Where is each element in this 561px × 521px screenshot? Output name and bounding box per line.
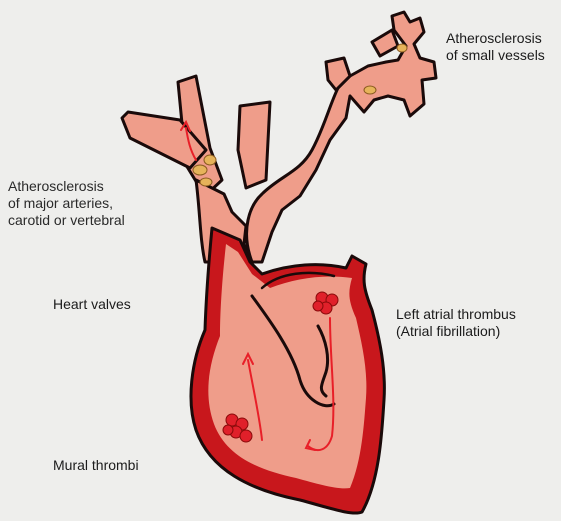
plaque-deposit-icon — [200, 178, 212, 186]
plaque-deposit-icon — [204, 155, 216, 165]
label-small-vessels-line2: of small vessels — [446, 47, 545, 64]
label-small-vessels-line1: Atherosclerosis — [446, 30, 545, 47]
label-major-arteries-line2: of major arteries, — [8, 195, 125, 212]
great-vessels — [122, 12, 436, 262]
middle-artery-branch — [238, 102, 270, 188]
label-left-atrial-line2: (Atrial fibrillation) — [396, 323, 516, 340]
plaque-deposit-icon — [193, 165, 207, 175]
label-major-arteries: Atherosclerosis of major arteries, carot… — [8, 178, 125, 229]
small-vessel-fork — [372, 30, 398, 56]
label-left-atrial-line1: Left atrial thrombus — [396, 306, 516, 323]
label-small-vessels: Atherosclerosis of small vessels — [446, 30, 545, 64]
label-major-arteries-line3: carotid or vertebral — [8, 212, 125, 229]
label-heart-valves: Heart valves — [53, 296, 131, 313]
label-major-arteries-line1: Atherosclerosis — [8, 178, 125, 195]
label-mural-thrombi: Mural thrombi — [53, 457, 139, 474]
plaque-deposit-icon — [397, 44, 407, 52]
label-mural-thrombi-text: Mural thrombi — [53, 457, 139, 474]
plaque-deposit-icon — [364, 86, 376, 94]
label-heart-valves-text: Heart valves — [53, 296, 131, 313]
heart-body — [191, 228, 384, 513]
label-left-atrial-thrombus: Left atrial thrombus (Atrial fibrillatio… — [396, 306, 516, 340]
